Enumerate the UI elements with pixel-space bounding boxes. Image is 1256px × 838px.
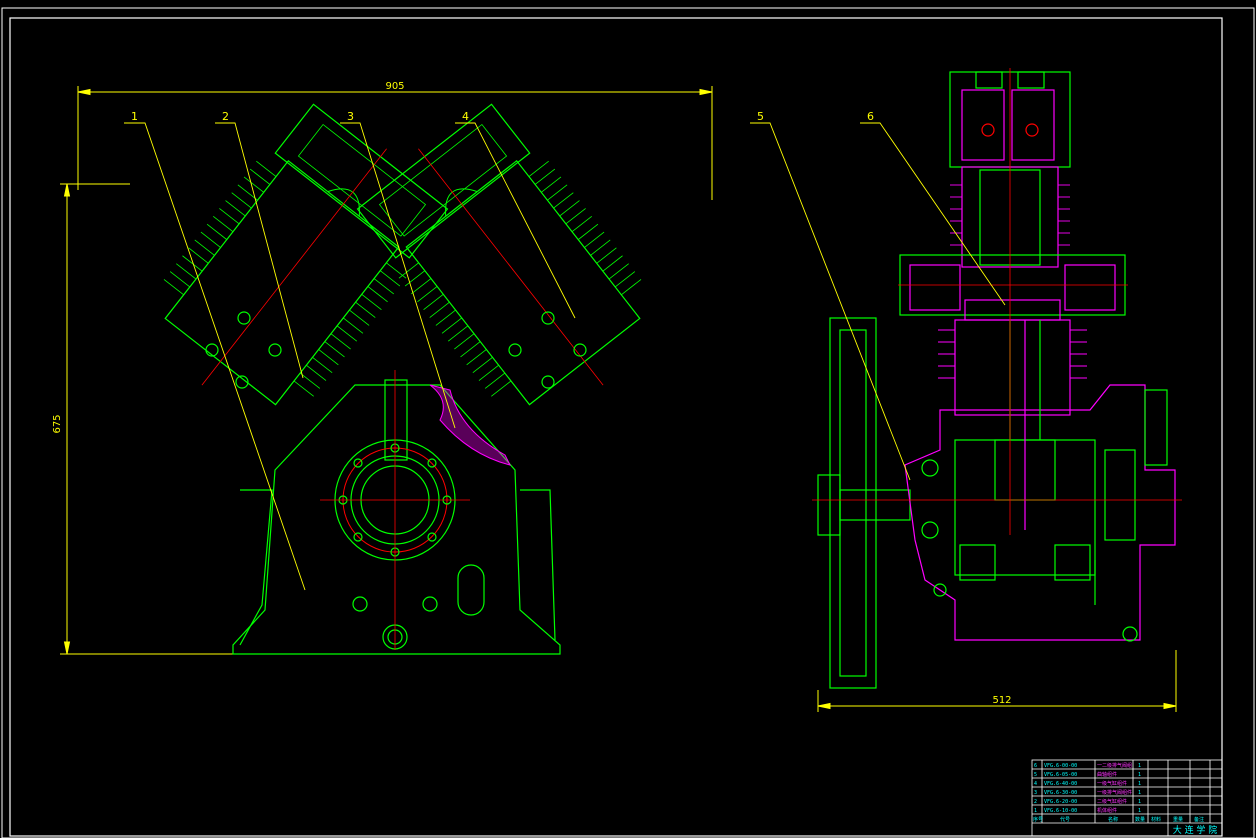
side-crankcase <box>904 320 1176 642</box>
tb-row-4-name: 一级排气阀组件 <box>1097 789 1132 796</box>
tb-row-1-name: 一二级排气阀组 <box>1097 762 1132 769</box>
tb-row-3-no: 4 <box>1034 781 1037 787</box>
pulley <box>817 317 911 689</box>
dimension-side-width <box>817 650 1177 712</box>
tb-header-material: 材料 <box>1151 816 1161 823</box>
tb-row-2-name: 曲轴组件 <box>1097 771 1117 778</box>
tb-row-2-no: 5 <box>1034 772 1037 778</box>
tb-row-2-qty: 1 <box>1138 772 1141 778</box>
part-label-5: 5 <box>757 110 764 123</box>
tb-header-qty: 数量 <box>1135 816 1145 823</box>
tb-header: 序号 代号 名称 数量 材料 重量 备注 <box>1033 816 1204 823</box>
part-label-4: 4 <box>462 110 469 123</box>
tb-header-weight: 重量 <box>1173 816 1183 823</box>
tb-row-4: 3 VFG.6-30-00 一级排气阀组件 1 <box>1034 789 1141 796</box>
tb-row-3-name: 一级气缸组件 <box>1097 780 1127 787</box>
part-labels: 1 2 3 4 5 6 <box>131 110 874 123</box>
tb-row-6-no: 1 <box>1034 808 1037 814</box>
tb-row-3-qty: 1 <box>1138 781 1141 787</box>
tb-row-1-qty: 1 <box>1138 763 1141 769</box>
part-label-3: 3 <box>347 110 354 123</box>
tb-row-4-qty: 1 <box>1138 790 1141 796</box>
tb-header-name: 名称 <box>1108 816 1118 823</box>
tb-row-2: 5 VFG.6-05-00 曲轴组件 1 <box>1034 771 1141 778</box>
dimension-overall-height <box>60 183 235 655</box>
part-label-6: 6 <box>867 110 874 123</box>
tb-school: 大 连 学 院 <box>1173 824 1218 836</box>
side-view: 512 <box>750 68 1182 712</box>
crankcase-body <box>205 311 587 655</box>
side-leaders <box>750 122 1006 481</box>
break-section <box>429 384 511 466</box>
part-label-2: 2 <box>222 110 229 123</box>
side-cylinder <box>899 166 1126 416</box>
tb-row-1: 6 VFG.6-00-00 一二级排气阀组 1 <box>1034 762 1141 769</box>
tb-row-6-code: VFG.6-10-00 <box>1044 808 1077 814</box>
tb-header-remark: 备注 <box>1194 816 1204 823</box>
dimension-675-text: 675 <box>52 414 63 433</box>
front-leaders <box>124 122 576 591</box>
tb-row-5-no: 2 <box>1034 799 1037 805</box>
tb-row-4-code: VFG.6-30-00 <box>1044 790 1077 796</box>
cylinder-head <box>949 71 1071 168</box>
dimension-512-text: 512 <box>992 695 1011 706</box>
front-view: 905 675 <box>52 81 713 655</box>
tb-row-5-code: VFG.6-20-00 <box>1044 799 1077 805</box>
tb-row-5: 2 VFG.6-20-00 二级气缸组件 1 <box>1034 798 1141 805</box>
left-cylinder <box>163 103 449 406</box>
tb-row-2-code: VFG.6-05-00 <box>1044 772 1077 778</box>
part-label-1: 1 <box>131 110 138 123</box>
title-block: 6 VFG.6-00-00 一二级排气阀组 1 5 VFG.6-05-00 曲轴… <box>1031 759 1223 837</box>
side-centerlines <box>812 68 1182 535</box>
tb-row-5-name: 二级气缸组件 <box>1097 798 1127 805</box>
tb-row-6-name: 机体组件 <box>1097 807 1117 814</box>
tb-row-5-qty: 1 <box>1138 799 1141 805</box>
dimension-overall-width <box>77 86 713 200</box>
drawing-frame <box>1 7 1255 838</box>
tb-row-4-no: 3 <box>1034 790 1037 796</box>
tb-row-6-qty: 1 <box>1138 808 1141 814</box>
dimension-905-text: 905 <box>385 81 404 92</box>
tb-header-no: 序号 <box>1033 816 1043 823</box>
right-cylinder <box>356 103 642 406</box>
front-centerlines <box>320 370 470 650</box>
tb-row-6: 1 VFG.6-10-00 机体组件 1 <box>1034 807 1141 814</box>
tb-header-code: 代号 <box>1060 816 1070 823</box>
tb-row-1-no: 6 <box>1034 763 1037 769</box>
tb-row-1-code: VFG.6-00-00 <box>1044 763 1077 769</box>
tb-row-3: 4 VFG.6-40-00 一级气缸组件 1 <box>1034 780 1141 787</box>
tb-row-3-code: VFG.6-40-00 <box>1044 781 1077 787</box>
